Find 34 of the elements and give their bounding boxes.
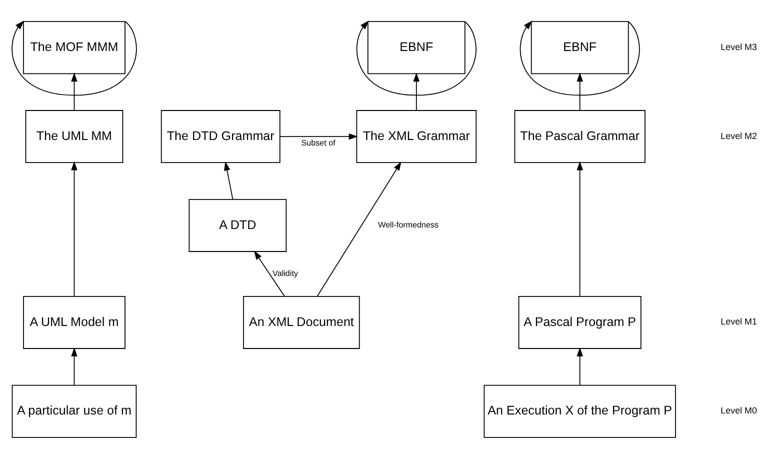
label: Level M1 [720,316,758,327]
label: Level M0 [720,406,758,416]
arrow [71,72,78,111]
arrow [520,20,640,96]
edge-label: Validity [272,268,298,278]
arrow [71,161,78,297]
node-box: EBNF [367,21,466,74]
arrow [413,72,420,111]
node-box: The DTD Grammar [160,110,280,164]
arrow [576,347,583,386]
node-box: A DTD [188,198,287,252]
arrow [316,161,402,297]
node-box: The UML MM [25,110,124,164]
node-box: The Pascal Grammar [514,110,646,164]
node-box: An XML Document [243,296,360,349]
node-box: A UML Model m [23,296,126,349]
arrow [224,162,234,200]
node-box: A particular use of m [12,384,137,438]
node-box: EBNF [530,21,629,74]
node-box: An Execution X of the Program P [484,384,676,438]
arrow [576,72,583,111]
arrow [576,161,583,297]
node-box: The XML Grammar [356,110,477,164]
edge-label: Well-formedness [378,220,439,230]
arrow [12,20,137,96]
label: Level M2 [720,130,758,141]
node-box: The MOF MMM [23,21,126,74]
edge-label: Subset of [301,138,336,148]
arrow [254,250,285,297]
arrow [71,347,78,386]
label: Level M3 [720,42,758,52]
node-box: A Pascal Program P [518,296,642,349]
arrow [356,20,476,96]
arrow [280,133,358,140]
